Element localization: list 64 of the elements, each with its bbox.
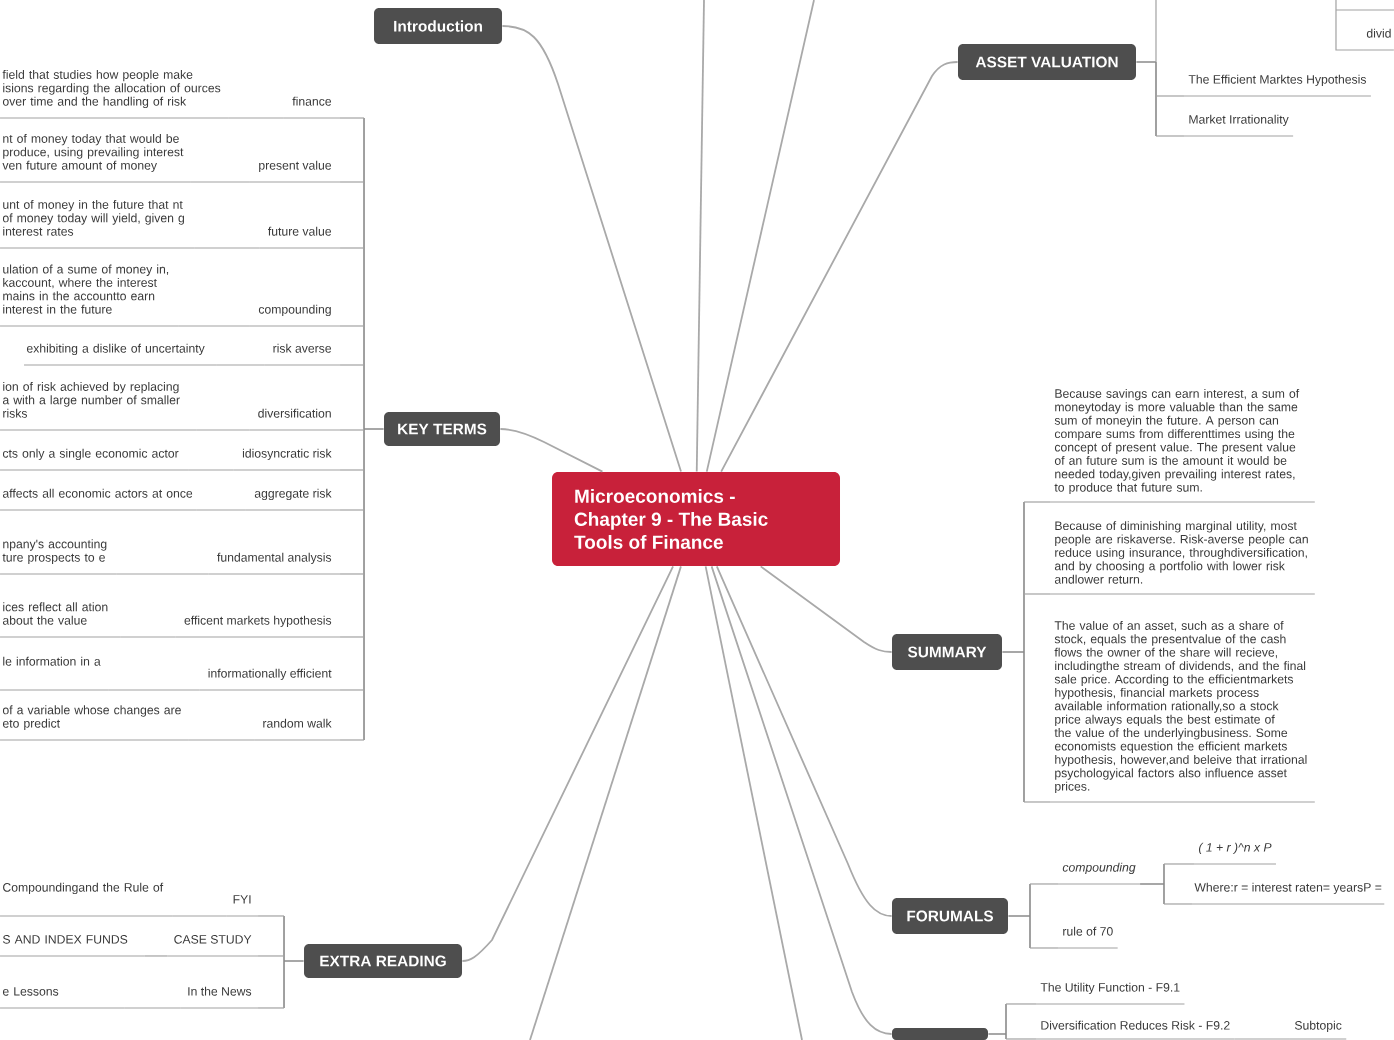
branch-line bbox=[124, 1007, 182, 1009]
branch-line bbox=[1163, 863, 1195, 865]
connector-line bbox=[720, 61, 959, 473]
branch-line bbox=[339, 469, 365, 471]
branch-line bbox=[257, 915, 285, 917]
connector-line bbox=[461, 565, 674, 962]
branch-line bbox=[339, 573, 365, 575]
branch-line bbox=[339, 509, 365, 511]
bracket-line bbox=[1007, 883, 1031, 949]
bracket-line bbox=[1139, 863, 1165, 905]
branch-line bbox=[1155, 95, 1185, 97]
branch-line bbox=[1029, 947, 1059, 949]
branch-line bbox=[257, 955, 285, 957]
connector-line bbox=[705, 0, 815, 473]
bracket-line bbox=[1135, 61, 1157, 137]
branch-line bbox=[188, 739, 255, 741]
branch-line bbox=[339, 689, 365, 691]
branch-line bbox=[1234, 1038, 1291, 1040]
connector-line bbox=[501, 25, 682, 473]
branch-line bbox=[190, 181, 251, 183]
branch-line bbox=[339, 325, 365, 327]
branch-line bbox=[339, 739, 365, 741]
bracket-line bbox=[363, 117, 385, 741]
branch-line bbox=[120, 636, 177, 638]
branch-line bbox=[1155, 135, 1185, 137]
branch-line bbox=[1335, 0, 1365, 51]
branch-line bbox=[216, 364, 265, 366]
branch-line bbox=[116, 573, 210, 575]
branch-line bbox=[196, 429, 250, 431]
branch-line bbox=[194, 247, 261, 249]
branch-line bbox=[108, 689, 200, 691]
branch-line bbox=[339, 117, 365, 119]
branch-line bbox=[339, 636, 365, 638]
branch-line bbox=[1155, 0, 1157, 63]
branch-line bbox=[1005, 1003, 1037, 1005]
branch-line bbox=[339, 181, 365, 183]
bracket-line bbox=[1001, 501, 1025, 803]
branch-line bbox=[144, 955, 168, 957]
branch-line bbox=[339, 429, 365, 431]
branch-line bbox=[1023, 801, 1051, 803]
connector-line bbox=[499, 428, 604, 473]
branch-line bbox=[1005, 1038, 1037, 1040]
branch-line bbox=[228, 117, 285, 119]
branch-line bbox=[1029, 883, 1059, 885]
bracket-line bbox=[283, 915, 305, 1009]
branch-line bbox=[257, 1007, 285, 1009]
connector-line bbox=[715, 565, 893, 917]
branch-line bbox=[188, 469, 235, 471]
connector-line bbox=[704, 565, 803, 1040]
connector-line bbox=[759, 565, 893, 653]
branch-line bbox=[178, 325, 251, 327]
branch-line bbox=[1023, 501, 1051, 503]
branch-line bbox=[172, 915, 227, 917]
branch-line bbox=[196, 509, 247, 511]
bracket-line bbox=[987, 1003, 1007, 1040]
connector-line bbox=[529, 565, 682, 1040]
connector-line bbox=[710, 565, 893, 1035]
branch-line bbox=[339, 247, 365, 249]
branch-box bbox=[892, 1028, 988, 1040]
branch-line bbox=[1163, 903, 1193, 905]
connector-line bbox=[695, 0, 705, 473]
branch-line bbox=[339, 364, 365, 366]
branch-line bbox=[1023, 593, 1051, 595]
topic-box: Microeconomics - Chapter 9 - The Basic Tools of Finance bbox=[552, 472, 840, 566]
